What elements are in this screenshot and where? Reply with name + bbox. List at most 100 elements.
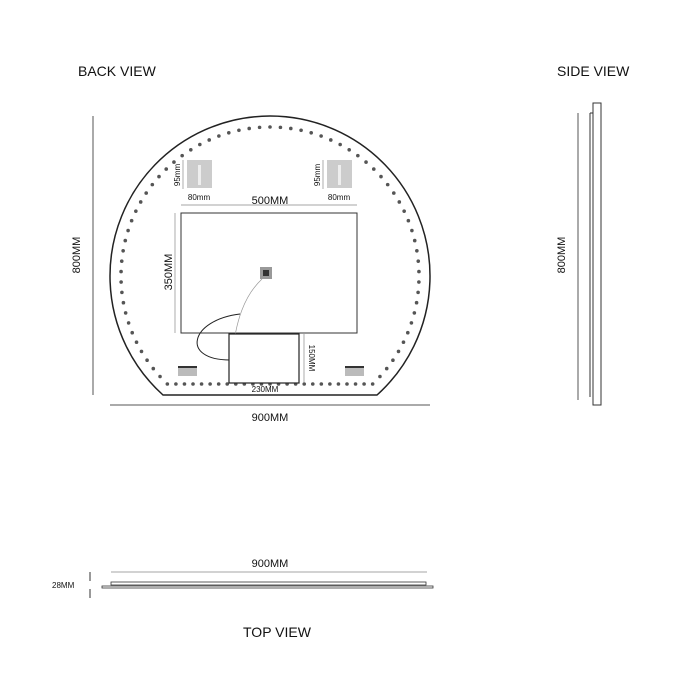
box-height-label: 150MM	[307, 345, 316, 372]
led-dot	[123, 311, 128, 315]
led-dot	[410, 228, 414, 233]
led-dot	[145, 358, 149, 363]
sensor-left	[178, 366, 197, 376]
led-dot	[319, 134, 323, 138]
width-label: 900MM	[252, 412, 289, 424]
led-dot	[119, 280, 123, 284]
led-dot	[414, 300, 419, 305]
led-dot	[378, 374, 382, 379]
led-dot	[310, 382, 315, 386]
led-dot	[416, 259, 421, 263]
led-dot	[396, 349, 401, 354]
led-dot	[345, 382, 349, 386]
led-dot	[362, 382, 366, 386]
led-dot	[134, 209, 138, 213]
led-dot	[385, 182, 390, 187]
sensor-right	[345, 366, 364, 376]
led-dot	[391, 358, 395, 363]
led-dot	[417, 269, 421, 274]
led-dot	[119, 269, 123, 274]
led-dot	[319, 382, 324, 386]
top-panel-front	[101, 585, 434, 589]
led-dot	[164, 167, 169, 171]
led-dot	[139, 349, 144, 354]
led-dot	[370, 382, 375, 386]
led-dot	[226, 131, 231, 135]
led-dot	[129, 218, 134, 223]
top-panel-back	[110, 581, 427, 586]
led-dot	[402, 209, 406, 213]
led-dot	[406, 218, 411, 223]
led-dot	[121, 300, 126, 305]
led-dot	[144, 191, 149, 195]
led-dot	[268, 125, 272, 129]
led-dot	[353, 382, 358, 386]
led-dot	[157, 174, 161, 179]
cutout-height-label: 350MM	[163, 254, 175, 291]
led-dot	[412, 238, 417, 243]
led-dot	[299, 128, 303, 133]
led-dot	[347, 147, 351, 152]
led-dot	[225, 382, 230, 386]
led-dot	[364, 160, 368, 164]
bracket-left: 95mm 80mm	[173, 160, 212, 202]
led-dot	[397, 200, 402, 204]
led-dot	[336, 382, 341, 386]
led-dot	[138, 200, 143, 204]
led-dot	[121, 249, 125, 253]
led-dot	[216, 382, 221, 386]
led-dot	[289, 126, 293, 131]
led-dot	[189, 147, 193, 152]
led-dot	[405, 330, 410, 335]
led-dot	[417, 280, 421, 284]
led-dot	[391, 191, 396, 195]
led-dot	[237, 128, 241, 133]
led-dot	[126, 321, 131, 325]
led-dot	[174, 382, 178, 386]
led-dot	[165, 382, 170, 386]
top-width-label: 900MM	[252, 558, 289, 570]
bracket-width-label-left: 80mm	[188, 193, 211, 202]
led-dot	[302, 382, 307, 386]
led-dot	[207, 138, 212, 142]
led-dot	[180, 153, 184, 158]
led-dot	[309, 131, 314, 135]
side-height-label: 800MM	[556, 237, 568, 274]
led-dot	[379, 174, 383, 179]
led-dot	[416, 290, 420, 295]
led-dot	[356, 153, 360, 158]
led-dot	[182, 382, 187, 386]
led-dot	[257, 125, 262, 130]
led-dot	[328, 382, 332, 386]
led-dot	[172, 160, 176, 164]
cutout-width-label: 500MM	[252, 195, 289, 207]
box-width-label: 230MM	[252, 385, 279, 394]
bracket-right: 95mm 80mm	[313, 160, 352, 202]
led-dot	[199, 382, 204, 386]
led-dot	[191, 382, 195, 386]
back-view-title: BACK VIEW	[78, 63, 157, 79]
cable	[196, 313, 241, 361]
depth-label: 28MM	[52, 581, 75, 590]
led-dot	[151, 366, 156, 371]
led-dot	[126, 228, 130, 233]
top-view-title: TOP VIEW	[243, 624, 312, 640]
led-dot	[123, 238, 128, 243]
bracket-height-label-left: 95mm	[173, 164, 182, 187]
side-panel	[592, 102, 602, 406]
led-dot	[409, 321, 414, 325]
led-dot	[198, 142, 202, 147]
led-dot	[247, 126, 251, 131]
led-dot	[119, 259, 124, 263]
led-dot	[150, 182, 155, 187]
height-label: 800MM	[71, 237, 83, 274]
led-dot	[158, 374, 162, 379]
led-dot	[278, 125, 283, 130]
cutout-rect	[180, 212, 358, 334]
led-dot	[134, 340, 139, 345]
led-dot	[208, 382, 212, 386]
led-dot	[120, 290, 124, 295]
led-dot	[401, 340, 406, 345]
led-dot	[412, 311, 417, 315]
